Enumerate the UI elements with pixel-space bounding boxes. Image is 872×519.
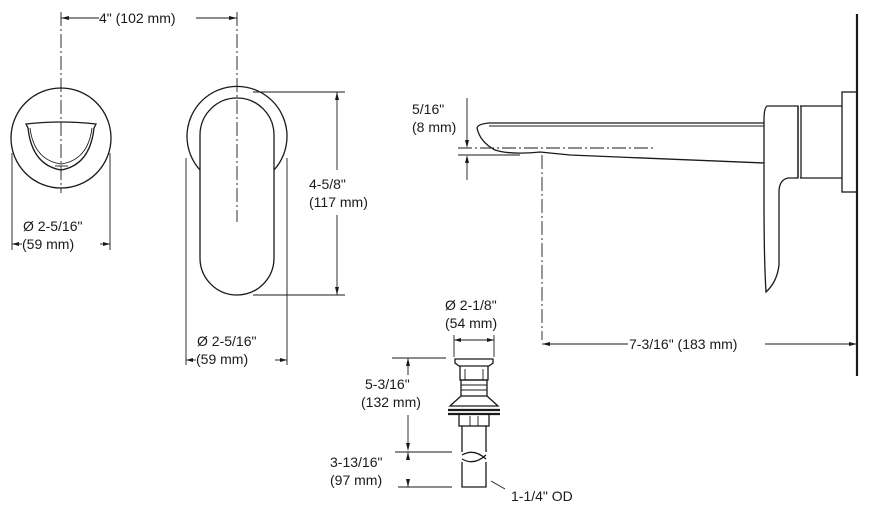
- drain-upper-height-in-label: 5-3/16": [365, 376, 410, 393]
- side-view: [458, 14, 859, 376]
- spout-diameter-in-label: Ø 2-5/16": [23, 218, 83, 234]
- spout-diameter-mm-label: (59 mm): [22, 236, 75, 253]
- tailpiece-od-label: 1-1/4" OD: [511, 488, 573, 504]
- center-spacing-label: 4" (102 mm): [99, 10, 176, 27]
- drain-lower-height-in-label: 3-13/16": [330, 454, 383, 471]
- drain-lower-height-mm-label: (97 mm): [330, 472, 383, 489]
- spout-drop-mm-label: (8 mm): [412, 119, 457, 135]
- drain-diameter-mm-label: (54 mm): [445, 315, 498, 331]
- drain-diameter-in-label: Ø 2-1/8": [445, 297, 497, 313]
- projection-label: 7-3/16" (183 mm): [629, 336, 738, 353]
- drain-upper-height-mm-label: (132 mm): [361, 394, 421, 411]
- handle-height-mm-label: (117 mm): [309, 194, 368, 211]
- center-spacing-dimension: [61, 16, 237, 20]
- handle-front-view: [185, 12, 345, 365]
- handle-height-in-label: 4-5/8": [309, 176, 346, 193]
- spout-front-view: [10, 12, 112, 250]
- spout-drop-in-label: 5/16": [412, 101, 445, 117]
- handle-diameter-mm-label: (59 mm): [196, 351, 249, 368]
- drain-view: [392, 335, 506, 490]
- handle-diameter-in-label: Ø 2-5/16": [197, 333, 257, 349]
